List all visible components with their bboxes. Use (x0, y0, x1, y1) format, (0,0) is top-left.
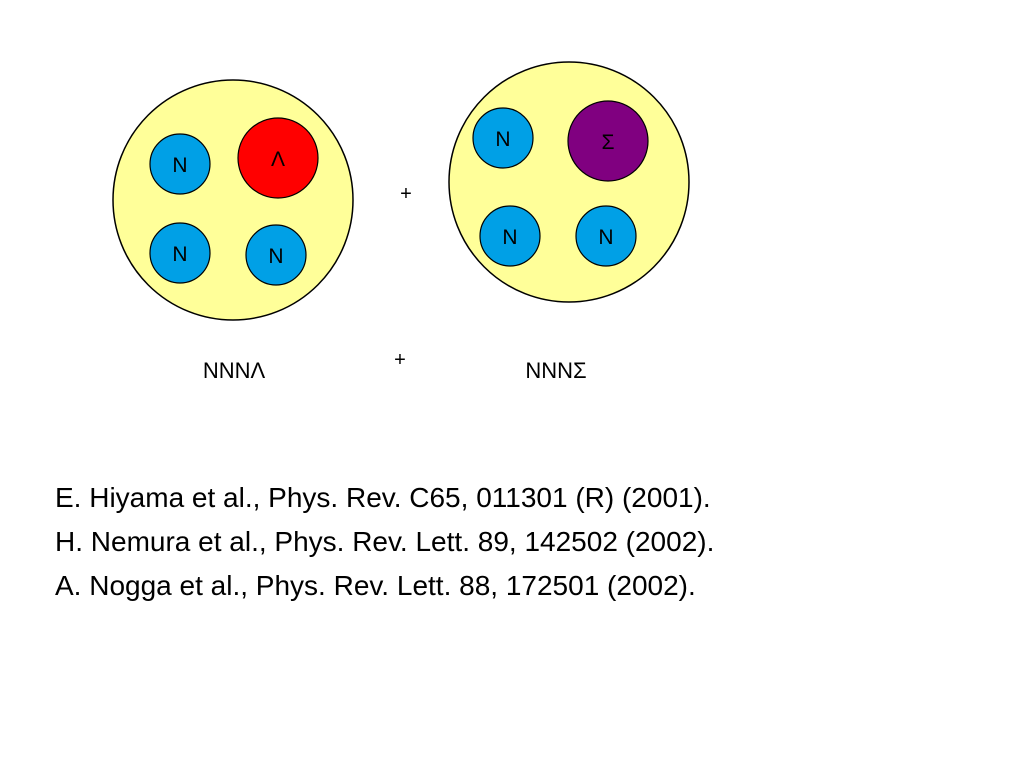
reference-hiyama: E. Hiyama et al., Phys. Rev. C65, 011301… (55, 482, 711, 513)
plus-sign-bottom: + (394, 349, 406, 371)
particle-label: N (495, 128, 510, 151)
particle-nucleon-3: N (245, 224, 307, 286)
particle-nucleon-4: N (472, 107, 534, 169)
references-list: E. Hiyama et al., Phys. Rev. C65, 011301… (55, 476, 714, 608)
reference-nemura: H. Nemura et al., Phys. Rev. Lett. 89, 1… (55, 526, 715, 557)
plus-sign-top: + (400, 183, 412, 205)
particle-sigma: Σ (567, 100, 649, 182)
particle-label: N (268, 245, 283, 268)
particle-label: N (502, 226, 517, 249)
hypernuclear-diagram: N Λ N N N Σ N N (112, 61, 690, 383)
particle-lambda: Λ (237, 117, 319, 199)
particle-label: N (172, 243, 187, 266)
particle-nucleon-1: N (149, 133, 211, 195)
particle-nucleon-6: N (575, 205, 637, 267)
particle-nucleon-2: N (149, 222, 211, 284)
particle-label: N (598, 226, 613, 249)
particle-nucleon-5: N (479, 205, 541, 267)
particle-label: N (172, 154, 187, 177)
cluster-label-sigma: NNNΣ (525, 358, 586, 383)
cluster-nnn-lambda: N Λ N N (112, 79, 354, 321)
cluster-label-lambda: NNNΛ (203, 358, 266, 383)
cluster-nnn-sigma: N Σ N N (448, 61, 690, 303)
particle-label: Λ (271, 148, 285, 171)
cluster-circle-sigma (448, 61, 690, 303)
reference-nogga: A. Nogga et al., Phys. Rev. Lett. 88, 17… (55, 570, 696, 601)
cluster-circle-lambda (112, 79, 354, 321)
particle-label: Σ (602, 131, 615, 154)
